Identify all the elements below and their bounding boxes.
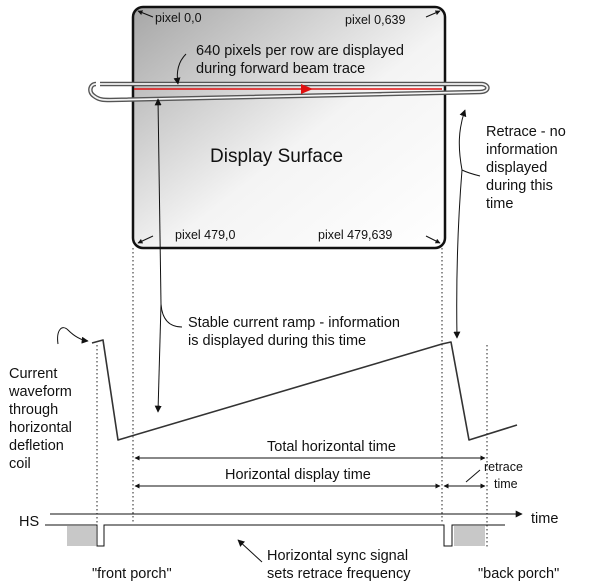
ramp-note-line-1: Stable current ramp - information <box>188 315 400 331</box>
corner-label-top-left: pixel 0,0 <box>155 11 202 25</box>
back-porch-label: "back porch" <box>478 566 560 582</box>
total-time-label: Total horizontal time <box>267 439 396 455</box>
current-waveform <box>91 339 518 441</box>
retrace-arrow-bottom <box>453 169 463 339</box>
ramp-note-line-2: is displayed during this time <box>188 333 367 349</box>
waveform-note-line-6: coil <box>9 456 31 472</box>
retrace-note-line-5: time <box>486 196 514 212</box>
front-porch-label: "front porch" <box>92 566 172 582</box>
sync-note-arrow <box>237 539 263 563</box>
row-note-line-1: 640 pixels per row are displayed <box>196 43 404 59</box>
corner-arrow-top-right <box>425 10 441 18</box>
ramp-arrow-up <box>154 98 162 305</box>
retrace-time-label-line-2: time <box>494 477 518 491</box>
ramp-arrow-down <box>154 303 162 413</box>
row-note-arrow <box>173 53 187 85</box>
front-porch-area <box>67 526 96 546</box>
corner-markers <box>137 10 441 244</box>
corner-label-top-right: pixel 0,639 <box>345 13 406 27</box>
guide-lines <box>96 248 488 548</box>
sync-note-line-1: Horizontal sync signal <box>267 548 409 564</box>
sync-note-line-2: sets retrace frequency <box>267 566 411 582</box>
row-note-line-2: during forward beam trace <box>196 61 366 77</box>
hs-label: HS <box>19 514 40 530</box>
waveform-note-line-3: through <box>9 402 59 418</box>
corner-arrow-top-left <box>137 10 154 18</box>
back-porch-area <box>454 526 485 546</box>
time-axis-label: time <box>531 511 559 527</box>
display-surface <box>131 5 447 250</box>
retrace-note-line-1: Retrace - no <box>486 124 566 140</box>
beam-direction-arrow <box>301 84 313 94</box>
hs-signal <box>45 524 505 547</box>
corner-arrow-bottom-right <box>425 235 441 244</box>
waveform-note-line-5: defletion <box>9 438 64 454</box>
annotation-arrows <box>57 53 481 563</box>
corner-label-bottom-right: pixel 479,639 <box>318 228 393 242</box>
retrace-note-line-4: during this <box>486 178 553 194</box>
waveform-note-line-2: waveform <box>9 384 72 400</box>
waveform-note-line-1: Current <box>9 366 58 382</box>
waveform-note-line-4: horizontal <box>9 420 72 436</box>
retrace-time-label-line-1: retrace <box>484 460 523 474</box>
display-surface-title: Display Surface <box>210 146 344 167</box>
timing-arrows <box>134 455 486 489</box>
display-time-label: Horizontal display time <box>225 467 371 483</box>
waveform-note-arrow <box>57 327 89 345</box>
retrace-arrow-top <box>458 109 467 171</box>
retrace-note-line-3: displayed <box>486 160 548 176</box>
corner-label-bottom-left: pixel 479,0 <box>175 228 236 242</box>
corner-arrow-bottom-left <box>137 235 154 244</box>
retrace-note-line-2: information <box>486 142 558 158</box>
